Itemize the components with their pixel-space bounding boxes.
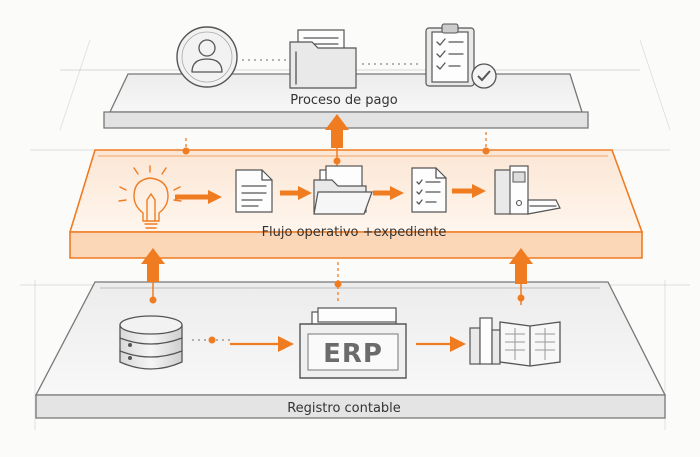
ledger-book-icon (469, 317, 561, 367)
arrow-bottom-2 (416, 336, 466, 352)
arrow-mid-4 (452, 184, 486, 198)
arrow-mid-2 (280, 186, 312, 200)
middle-layer-label: Flujo operativo +expediente (262, 225, 447, 240)
vertical-connectors (141, 114, 533, 305)
document-icon (235, 169, 273, 213)
folder-open-icon (313, 165, 373, 215)
binder-icon (494, 165, 561, 215)
database-icon (119, 315, 183, 370)
lightbulb-icon (118, 165, 182, 229)
checklist-document-icon (411, 167, 447, 213)
bottom-layer-label: Registro contable (287, 401, 401, 416)
user-icon (176, 26, 238, 88)
arrow-mid-3 (373, 186, 404, 200)
erp-label: ERP (323, 339, 383, 369)
top-layer-label: Proceso de pago (290, 93, 397, 108)
folder-icon (289, 29, 357, 89)
checklist-icon (425, 23, 497, 89)
arrow-bottom-1 (192, 336, 294, 352)
arrow-mid-1 (175, 190, 222, 204)
erp-box-icon: ERP (299, 307, 407, 379)
